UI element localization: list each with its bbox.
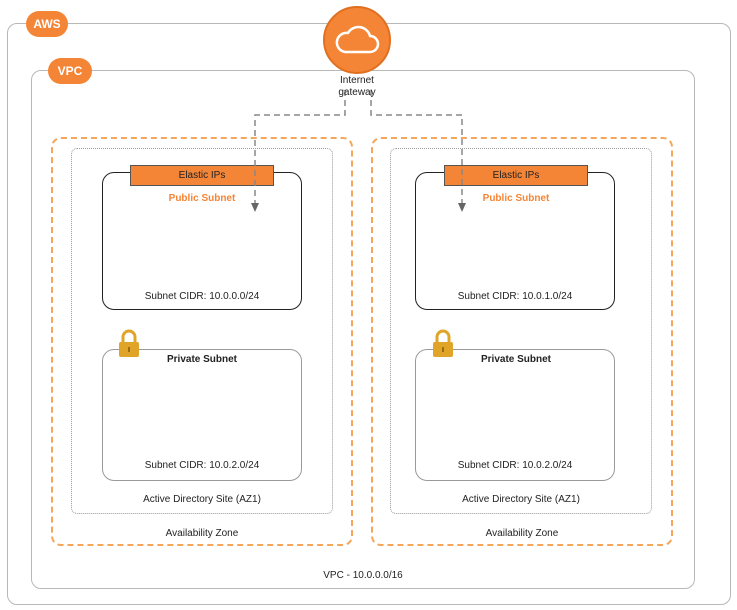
- public-subnet-cidr: Subnet CIDR: 10.0.0.0/24: [144, 291, 260, 302]
- availability-zone-label: Availability Zone: [485, 528, 559, 539]
- vpc-badge: VPC: [48, 58, 92, 84]
- availability-zone-2: [371, 137, 673, 546]
- internet-gateway-label: Internet gateway: [310, 75, 404, 99]
- ad-site-1: [71, 148, 333, 514]
- arrowhead-left: [251, 203, 259, 212]
- public-subnet-2: [415, 172, 615, 310]
- gateway-line-1: Internet: [340, 75, 374, 86]
- availability-zone-1: [51, 137, 353, 546]
- ad-site-label: Active Directory Site (AZ1): [462, 494, 580, 505]
- elastic-ips-label: Elastic IPs: [178, 170, 226, 181]
- lock-icon: [119, 329, 139, 357]
- ad-site-label: Active Directory Site (AZ1): [143, 494, 261, 505]
- private-subnet-1: [102, 349, 302, 481]
- public-subnet-title: Public Subnet: [482, 193, 550, 204]
- elastic-ips-2: Elastic IPs: [444, 165, 588, 186]
- ad-site-2: [390, 148, 652, 514]
- cloud-icon: [335, 25, 380, 54]
- public-subnet-1: [102, 172, 302, 310]
- vpc-cidr-label: VPC - 10.0.0.0/16: [323, 570, 403, 581]
- private-subnet-title: Private Subnet: [166, 354, 238, 365]
- private-subnet-cidr: Subnet CIDR: 10.0.2.0/24: [457, 460, 573, 471]
- private-subnet-cidr: Subnet CIDR: 10.0.2.0/24: [144, 460, 260, 471]
- aws-badge-label: AWS: [33, 17, 61, 31]
- private-subnet-2: [415, 349, 615, 481]
- lock-icon: [433, 329, 453, 357]
- aws-badge: AWS: [26, 11, 68, 37]
- public-subnet-title: Public Subnet: [168, 193, 236, 204]
- vpc-badge-label: VPC: [57, 64, 83, 78]
- public-subnet-cidr: Subnet CIDR: 10.0.1.0/24: [457, 291, 573, 302]
- gateway-connector-right: [370, 90, 463, 204]
- availability-zone-label: Availability Zone: [165, 528, 239, 539]
- internet-gateway: [323, 6, 391, 74]
- private-subnet-title: Private Subnet: [480, 354, 552, 365]
- elastic-ips-1: Elastic IPs: [130, 165, 274, 186]
- elastic-ips-label: Elastic IPs: [492, 170, 540, 181]
- arrowhead-right: [458, 203, 466, 212]
- gateway-connector-left: [254, 90, 346, 204]
- gateway-line-2: gateway: [338, 87, 376, 98]
